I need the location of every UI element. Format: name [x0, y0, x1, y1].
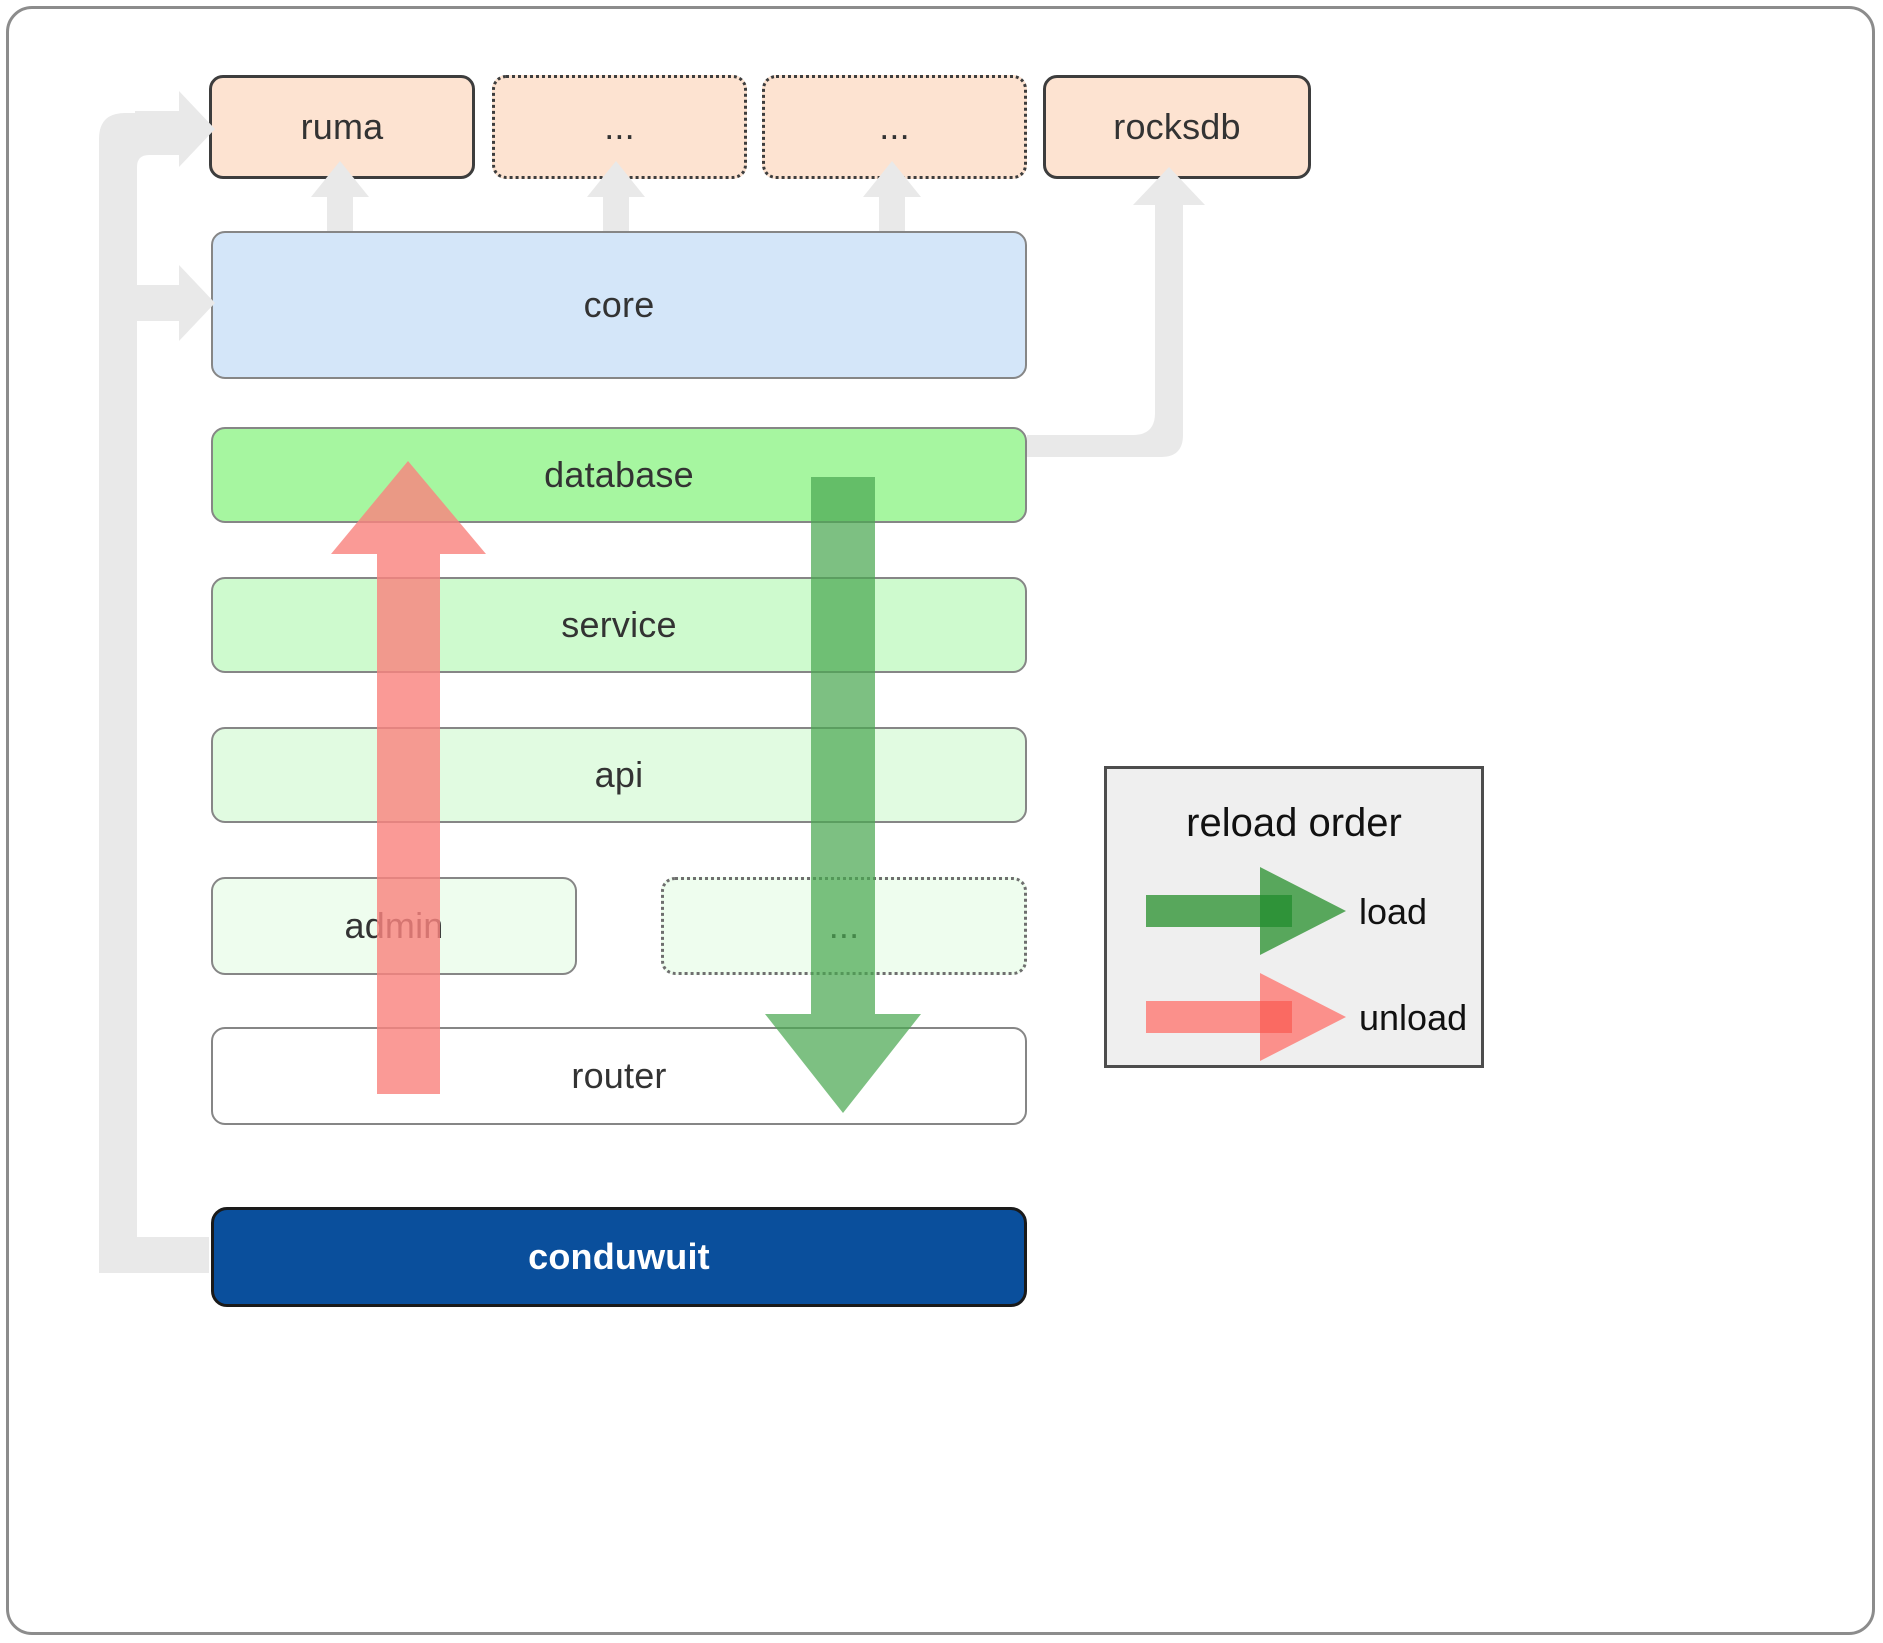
node-conduwuit[interactable]: conduwuit: [211, 1207, 1027, 1307]
node-label: api: [594, 754, 644, 795]
node-ellipsis-top-1[interactable]: ...: [492, 75, 747, 179]
node-ruma[interactable]: ruma: [209, 75, 475, 179]
node-ellipsis-top-2[interactable]: ...: [762, 75, 1027, 179]
legend-label: load: [1359, 891, 1428, 932]
node-rocksdb[interactable]: rocksdb: [1043, 75, 1311, 179]
node-service[interactable]: service: [211, 577, 1027, 673]
node-api[interactable]: api: [211, 727, 1027, 823]
legend-label: unload: [1359, 997, 1468, 1038]
load-arrow-icon: [1146, 867, 1346, 955]
legend-title: reload order: [1186, 801, 1402, 845]
legend-item-load: load: [1107, 867, 1481, 955]
node-label: conduwuit: [528, 1236, 710, 1277]
node-label: ruma: [300, 106, 384, 147]
node-database[interactable]: database: [211, 427, 1027, 523]
node-label: ...: [879, 106, 910, 147]
legend-reload-order: reload order load unload: [1104, 766, 1484, 1068]
node-label: ...: [828, 905, 860, 946]
node-label: admin: [344, 905, 444, 946]
node-label: ...: [604, 106, 635, 147]
node-ellipsis-admin[interactable]: ...: [661, 877, 1027, 975]
node-label: core: [583, 284, 655, 325]
node-label: service: [561, 604, 677, 645]
unload-arrow-icon: [1146, 973, 1346, 1061]
node-admin[interactable]: admin: [211, 877, 577, 975]
node-router[interactable]: router: [211, 1027, 1027, 1125]
legend-item-unload: unload: [1107, 973, 1481, 1061]
node-label: router: [571, 1055, 667, 1096]
node-label: database: [544, 454, 694, 495]
node-label: rocksdb: [1113, 106, 1241, 147]
architecture-diagram: ruma ... ... rocksdb core database servi…: [6, 6, 1875, 1635]
node-core[interactable]: core: [211, 231, 1027, 379]
